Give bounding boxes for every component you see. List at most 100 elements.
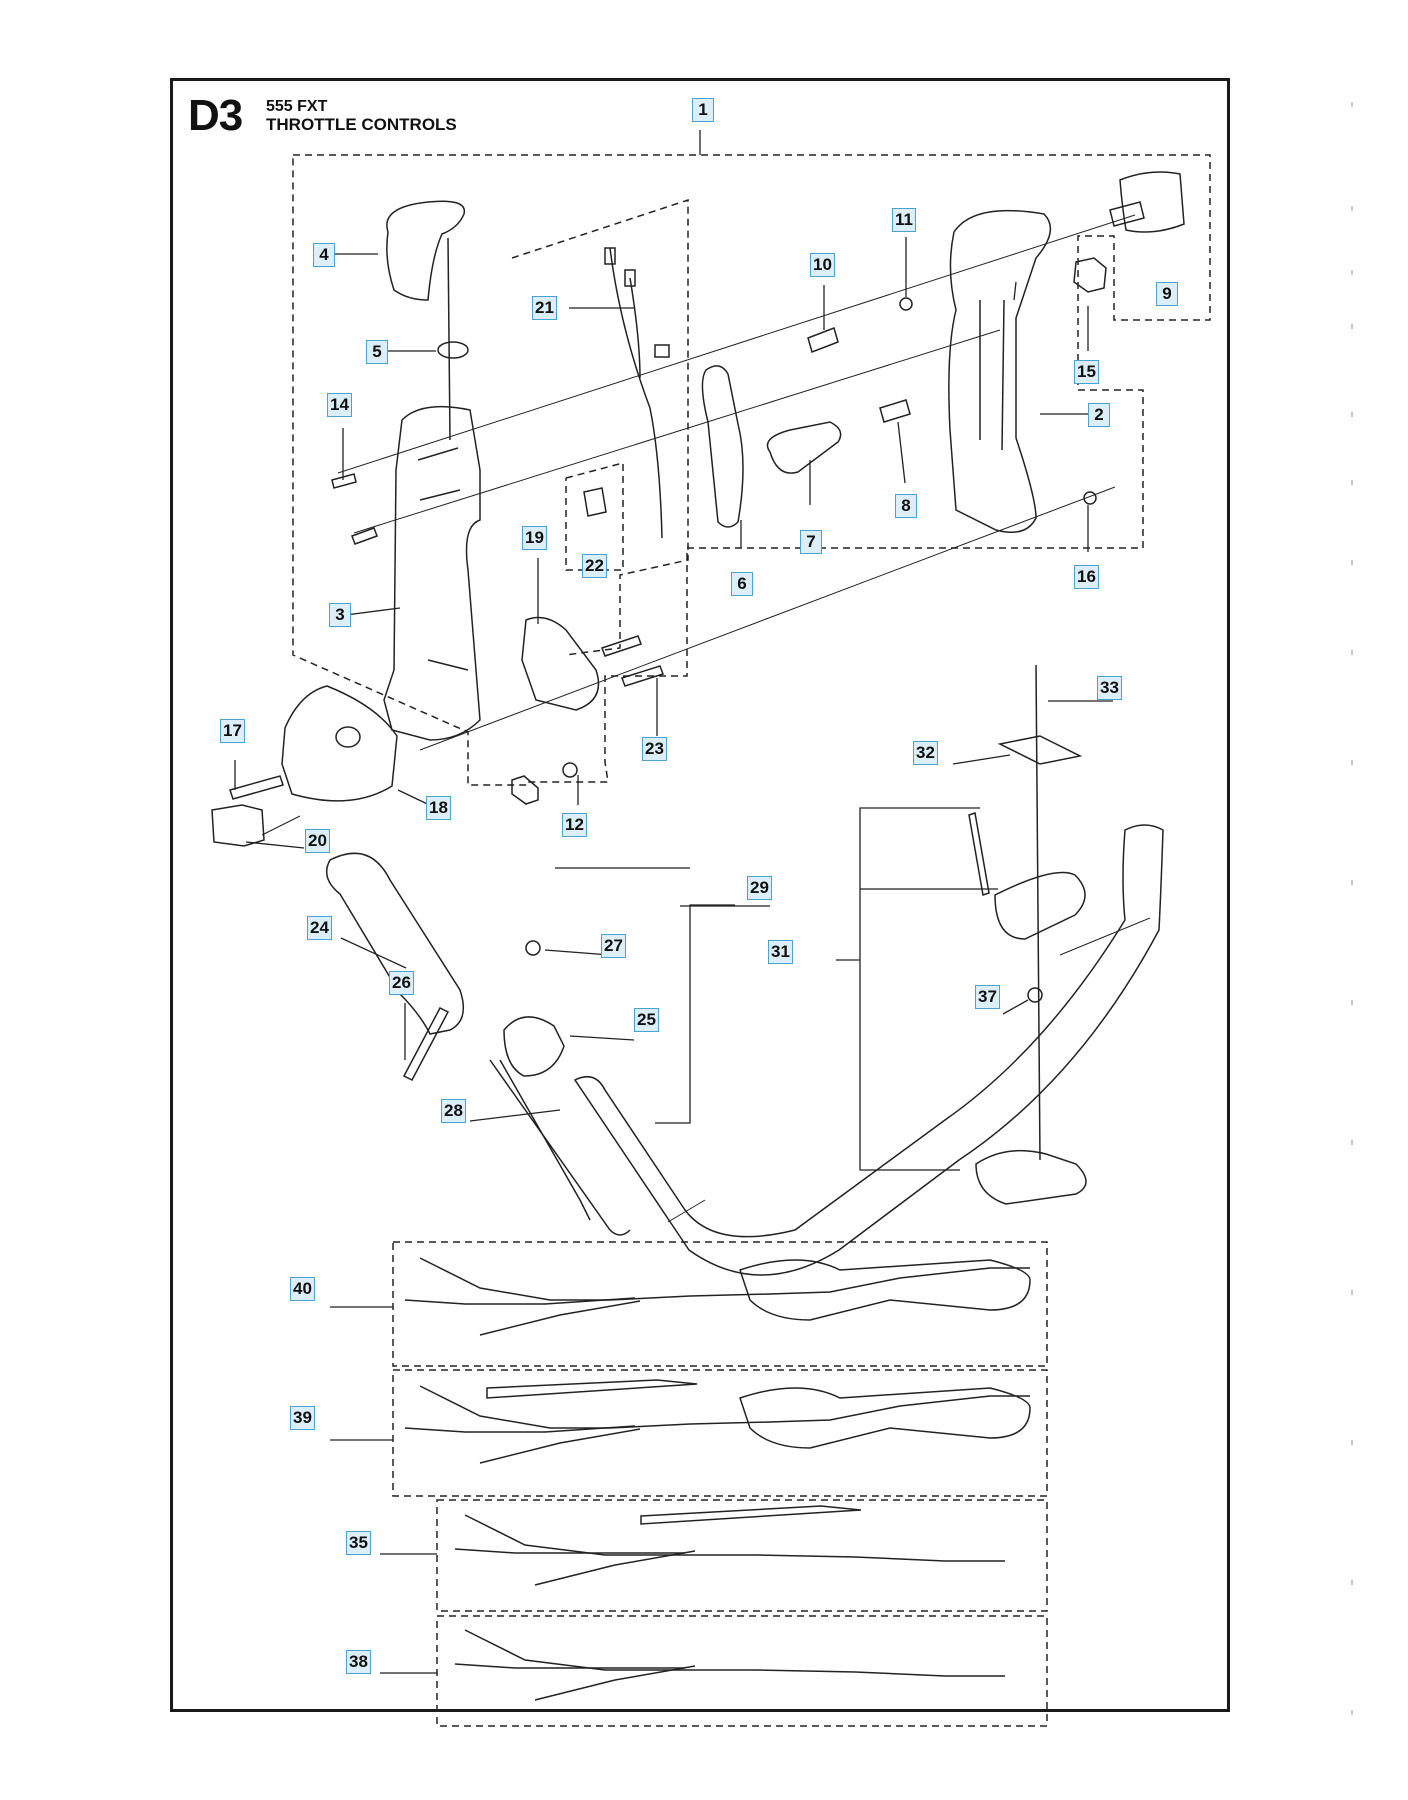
- edge-mark: [1351, 1000, 1353, 1005]
- edge-mark: [1351, 1440, 1353, 1445]
- callout-part-26[interactable]: 26: [389, 971, 414, 995]
- edge-mark: [1351, 650, 1353, 655]
- callout-part-10[interactable]: 10: [810, 253, 835, 277]
- callout-part-20[interactable]: 20: [305, 829, 330, 853]
- part-6-shape: [701, 365, 744, 528]
- callout-part-7[interactable]: 7: [800, 530, 822, 554]
- part-25-shape: [503, 1016, 565, 1077]
- callout-part-32[interactable]: 32: [913, 741, 938, 765]
- cable-assembly-35: [454, 1505, 1005, 1586]
- part-21-shape: [609, 247, 663, 539]
- part-10-shape: [807, 327, 839, 353]
- edge-mark: [1351, 1710, 1353, 1715]
- edge-mark: [1351, 1140, 1353, 1145]
- part-11-shape: [899, 297, 913, 311]
- edge-mark: [1351, 560, 1353, 565]
- callout-part-33[interactable]: 33: [1097, 676, 1122, 700]
- callout-part-11[interactable]: 11: [892, 208, 916, 232]
- part-3-shape: [383, 405, 481, 741]
- callout-part-39[interactable]: 39: [290, 1406, 315, 1430]
- leader-lines: [234, 130, 1113, 1674]
- callout-part-35[interactable]: 35: [346, 1531, 371, 1555]
- callout-part-40[interactable]: 40: [290, 1277, 315, 1301]
- edge-mark: [1351, 206, 1353, 211]
- group-boundary-38: [436, 1615, 1048, 1727]
- shaft-tube: [573, 824, 1164, 1276]
- callout-part-21[interactable]: 21: [532, 296, 557, 320]
- edge-mark: [1351, 412, 1353, 417]
- part-20-shape: [211, 804, 265, 847]
- cable-assembly-38: [454, 1629, 1005, 1701]
- callout-part-16[interactable]: 16: [1074, 565, 1099, 589]
- page-code: D3: [188, 91, 243, 140]
- callout-part-18[interactable]: 18: [426, 796, 451, 820]
- part-9-shape: [1119, 171, 1185, 233]
- part-32-shape: [997, 735, 1083, 765]
- part-14-shape: [331, 473, 357, 489]
- callout-part-27[interactable]: 27: [601, 934, 626, 958]
- callout-part-25[interactable]: 25: [634, 1008, 659, 1032]
- part-18-shape: [281, 685, 398, 802]
- group-boundary-1: [292, 154, 1211, 786]
- callout-part-12[interactable]: 12: [562, 813, 587, 837]
- edge-mark: [1351, 760, 1353, 765]
- callout-part-23[interactable]: 23: [642, 737, 667, 761]
- callout-part-15[interactable]: 15: [1074, 360, 1099, 384]
- diagram-frame: [170, 78, 1230, 1712]
- callout-part-24[interactable]: 24: [307, 916, 332, 940]
- part-12-shape: [511, 775, 539, 805]
- part-31-shape: [994, 871, 1086, 940]
- part-23-shape: [601, 635, 642, 657]
- callout-part-22[interactable]: 22: [582, 554, 607, 578]
- part-33-shape: [1035, 664, 1041, 1161]
- edge-mark: [1351, 1290, 1353, 1295]
- model-name: 555 FXT: [266, 98, 328, 115]
- callout-part-31[interactable]: 31: [768, 940, 793, 964]
- part-22-shape: [583, 487, 607, 517]
- callout-part-9[interactable]: 9: [1156, 282, 1178, 306]
- group-boundary-wire: [511, 198, 689, 656]
- edge-mark: [1351, 1580, 1353, 1585]
- callout-part-3[interactable]: 3: [329, 603, 351, 627]
- part-17-shape: [229, 775, 284, 800]
- part-7-shape: [766, 421, 842, 474]
- callout-part-4[interactable]: 4: [313, 243, 335, 267]
- edge-mark: [1351, 880, 1353, 885]
- callout-part-29[interactable]: 29: [747, 876, 772, 900]
- callout-part-38[interactable]: 38: [346, 1650, 371, 1674]
- callout-part-6[interactable]: 6: [731, 572, 753, 596]
- group-boundary-22: [565, 462, 624, 571]
- edge-mark: [1351, 480, 1353, 485]
- edge-mark: [1351, 102, 1353, 107]
- part-15-shape: [1073, 257, 1107, 293]
- group-boundary-39: [392, 1369, 1048, 1497]
- group-boundary-35: [436, 1499, 1048, 1612]
- cable-assembly-40: [404, 1257, 1031, 1336]
- callout-part-37[interactable]: 37: [975, 985, 1000, 1009]
- part-2-shape: [948, 209, 1052, 533]
- part-19-shape: [521, 616, 600, 711]
- callout-part-8[interactable]: 8: [895, 494, 917, 518]
- part-37-shape: [1027, 987, 1043, 1003]
- callout-part-1[interactable]: 1: [692, 98, 714, 122]
- callout-part-28[interactable]: 28: [441, 1099, 466, 1123]
- callout-part-2[interactable]: 2: [1088, 403, 1110, 427]
- section-title: THROTTLE CONTROLS: [266, 115, 457, 134]
- part-26-shape: [402, 1007, 450, 1081]
- part-31-screw: [968, 812, 990, 896]
- part-24-shape: [325, 852, 465, 1035]
- cable-assembly-39: [404, 1379, 1031, 1464]
- part-8-shape: [879, 399, 911, 423]
- edge-mark: [1351, 270, 1353, 275]
- part-16-shape: [1083, 491, 1097, 505]
- callout-part-14[interactable]: 14: [327, 393, 352, 417]
- callout-part-5[interactable]: 5: [366, 340, 388, 364]
- edge-mark: [1351, 324, 1353, 329]
- callout-part-17[interactable]: 17: [220, 719, 245, 743]
- part-28-shape: [489, 1059, 631, 1236]
- part-4-shape: [386, 200, 466, 301]
- part-5-shape: [437, 341, 469, 359]
- callout-part-19[interactable]: 19: [522, 526, 547, 550]
- part-27-shape: [525, 940, 541, 956]
